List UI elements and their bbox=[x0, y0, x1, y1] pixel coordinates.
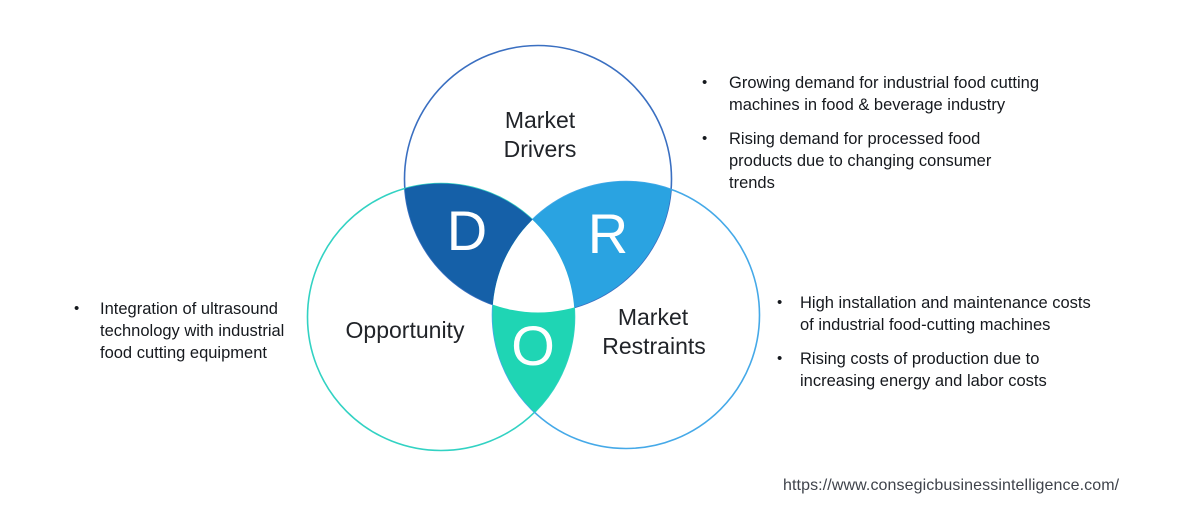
drivers-bullet-list: • Growing demand for industrial food cut… bbox=[702, 72, 1047, 194]
drivers-opportunity-overlap bbox=[404, 183, 575, 313]
source-url: https://www.consegicbusinessintelligence… bbox=[783, 477, 1120, 494]
bullet-marker: • bbox=[777, 350, 783, 367]
bullet-item: • Rising costs of production due to incr… bbox=[777, 348, 1102, 392]
restraints-label-line1: Market bbox=[618, 304, 689, 330]
restraints-label-line2: Restraints bbox=[602, 333, 706, 359]
drivers-label-line2: Drivers bbox=[504, 136, 577, 162]
opportunity-bullet-list: • Integration of ultrasound technology w… bbox=[74, 298, 299, 364]
drivers-label-line1: Market bbox=[505, 107, 576, 133]
bullet-text: Rising demand for processed food product… bbox=[729, 130, 992, 192]
restraints-bullet-list: • High installation and maintenance cost… bbox=[777, 292, 1102, 392]
overlap-letter-o: O bbox=[511, 314, 555, 377]
bullet-marker: • bbox=[74, 300, 80, 317]
bullet-item: • Rising demand for processed food produ… bbox=[702, 128, 1047, 194]
bullet-text: Integration of ultrasound technology wit… bbox=[100, 300, 285, 362]
opportunity-label: Opportunity bbox=[346, 317, 465, 343]
bullet-item: • Growing demand for industrial food cut… bbox=[702, 72, 1047, 116]
bullet-text: High installation and maintenance costs … bbox=[800, 294, 1091, 334]
bullet-marker: • bbox=[777, 294, 783, 311]
bullet-text: Growing demand for industrial food cutti… bbox=[729, 74, 1040, 114]
bullet-item: • Integration of ultrasound technology w… bbox=[74, 298, 299, 364]
bullet-marker: • bbox=[702, 74, 708, 91]
bullet-text: Rising costs of production due to increa… bbox=[800, 350, 1047, 390]
bullet-item: • High installation and maintenance cost… bbox=[777, 292, 1102, 336]
overlap-letter-r: R bbox=[588, 202, 628, 265]
bullet-marker: • bbox=[702, 130, 708, 147]
overlap-letter-d: D bbox=[447, 199, 487, 262]
drivers-restraints-overlap bbox=[492, 181, 672, 313]
